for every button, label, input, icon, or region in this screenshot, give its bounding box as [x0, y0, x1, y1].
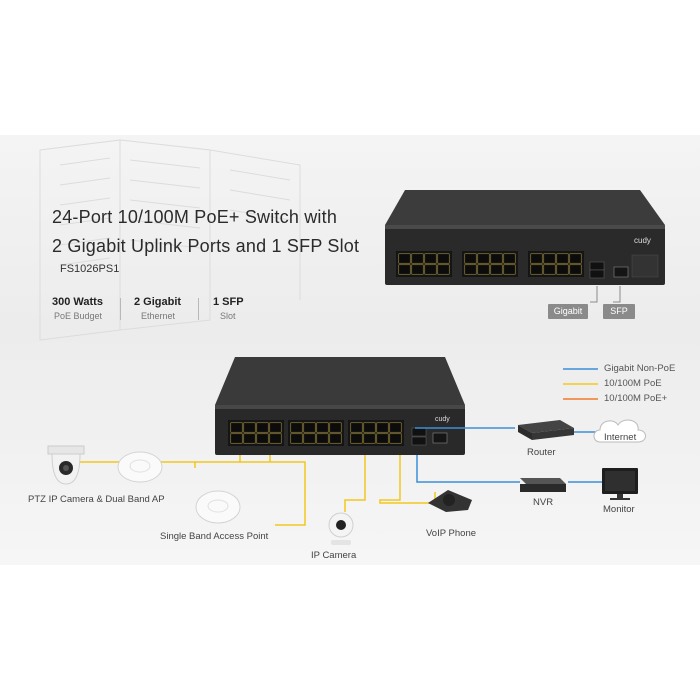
rj45-port [230, 433, 243, 444]
rj45-port [376, 433, 389, 444]
rj45-port [269, 433, 282, 444]
rj45-port [230, 422, 243, 433]
spec-divider [198, 298, 199, 320]
rj45-port [556, 264, 569, 275]
rj45-port [464, 253, 477, 264]
bottom-switch [215, 357, 465, 455]
rj45-port [303, 422, 316, 433]
rj45-port [269, 422, 282, 433]
top-switch [385, 190, 665, 285]
ip-camera-label: IP Camera [311, 550, 357, 561]
nvr-label: NVR [533, 497, 554, 508]
rj45-port [389, 433, 402, 444]
single-ap-label: Single Band Access Point [160, 531, 269, 542]
monitor-device [602, 468, 638, 500]
rj45-port [376, 422, 389, 433]
rj45-port [329, 422, 342, 433]
rj45-port [411, 253, 424, 264]
voip-label: VoIP Phone [426, 528, 477, 539]
legend-poe-plus: 10/100M PoE+ [604, 393, 668, 404]
rj45-port [389, 422, 402, 433]
gigabit-tag: Gigabit [548, 304, 588, 319]
title-line-2: 2 Gigabit Uplink Ports and 1 SFP Slot [52, 236, 360, 256]
rj45-port [556, 253, 569, 264]
rj45-port [569, 264, 582, 275]
spec-divider [120, 298, 121, 320]
spec-gigabit-label: Ethernet [141, 311, 176, 321]
rj45-port [424, 264, 437, 275]
monitor-label: Monitor [603, 504, 635, 515]
router-device [518, 420, 574, 440]
sfp-tag: SFP [603, 304, 635, 319]
brand-logo-bottom: cudy [435, 416, 450, 423]
rj45-port [350, 433, 363, 444]
rj45-port [303, 433, 316, 444]
dual-band-ap-device [117, 451, 163, 483]
rj45-port [490, 253, 503, 264]
rj45-port [398, 264, 411, 275]
spec-sfp-label: Slot [220, 311, 236, 321]
rj45-port [490, 264, 503, 275]
rj45-port [569, 253, 582, 264]
internet-label: Internet [604, 432, 637, 443]
internet-cloud [593, 419, 646, 443]
rj45-port [290, 422, 303, 433]
rj45-port [243, 422, 256, 433]
rj45-port [363, 433, 376, 444]
router-label: Router [527, 447, 556, 458]
rj45-port [290, 433, 303, 444]
rj45-port [363, 422, 376, 433]
rj45-port [316, 433, 329, 444]
rj45-port [477, 253, 490, 264]
legend-poe: 10/100M PoE [604, 378, 662, 389]
gigabit-pointer [590, 286, 598, 303]
rj45-port [543, 253, 556, 264]
rj45-port [503, 264, 516, 275]
rj45-port [437, 253, 450, 264]
legend-gigabit: Gigabit Non-PoE [604, 363, 676, 374]
rj45-port [530, 264, 543, 275]
spec-poe-value: 300 Watts [52, 296, 103, 308]
rj45-port [543, 264, 556, 275]
rj45-port [464, 264, 477, 275]
spec-sfp-value: 1 SFP [213, 296, 244, 308]
ptz-camera-device [47, 445, 85, 485]
single-band-ap-device [195, 490, 241, 524]
rj45-port [503, 253, 516, 264]
rj45-port [437, 264, 450, 275]
rj45-port [350, 422, 363, 433]
rj45-port [398, 253, 411, 264]
model-number: FS1026PS1 [60, 263, 120, 275]
spec-poe-label: PoE Budget [54, 311, 103, 321]
rj45-port [256, 433, 269, 444]
ptz-label: PTZ IP Camera & Dual Band AP [28, 494, 165, 505]
rj45-port [477, 264, 490, 275]
rj45-port [256, 422, 269, 433]
building-sketch [39, 139, 301, 341]
rj45-port [243, 433, 256, 444]
sfp-pointer [613, 286, 621, 303]
rj45-port [411, 264, 424, 275]
rj45-port [329, 433, 342, 444]
voip-phone-device [428, 490, 472, 512]
rj45-port [530, 253, 543, 264]
nvr-device [520, 478, 566, 492]
spec-gigabit-value: 2 Gigabit [134, 296, 182, 308]
ip-camera-device [328, 512, 354, 545]
brand-logo-top: cudy [634, 236, 651, 245]
title-line-1: 24-Port 10/100M PoE+ Switch with [52, 207, 338, 227]
rj45-port [424, 253, 437, 264]
rj45-port [316, 422, 329, 433]
